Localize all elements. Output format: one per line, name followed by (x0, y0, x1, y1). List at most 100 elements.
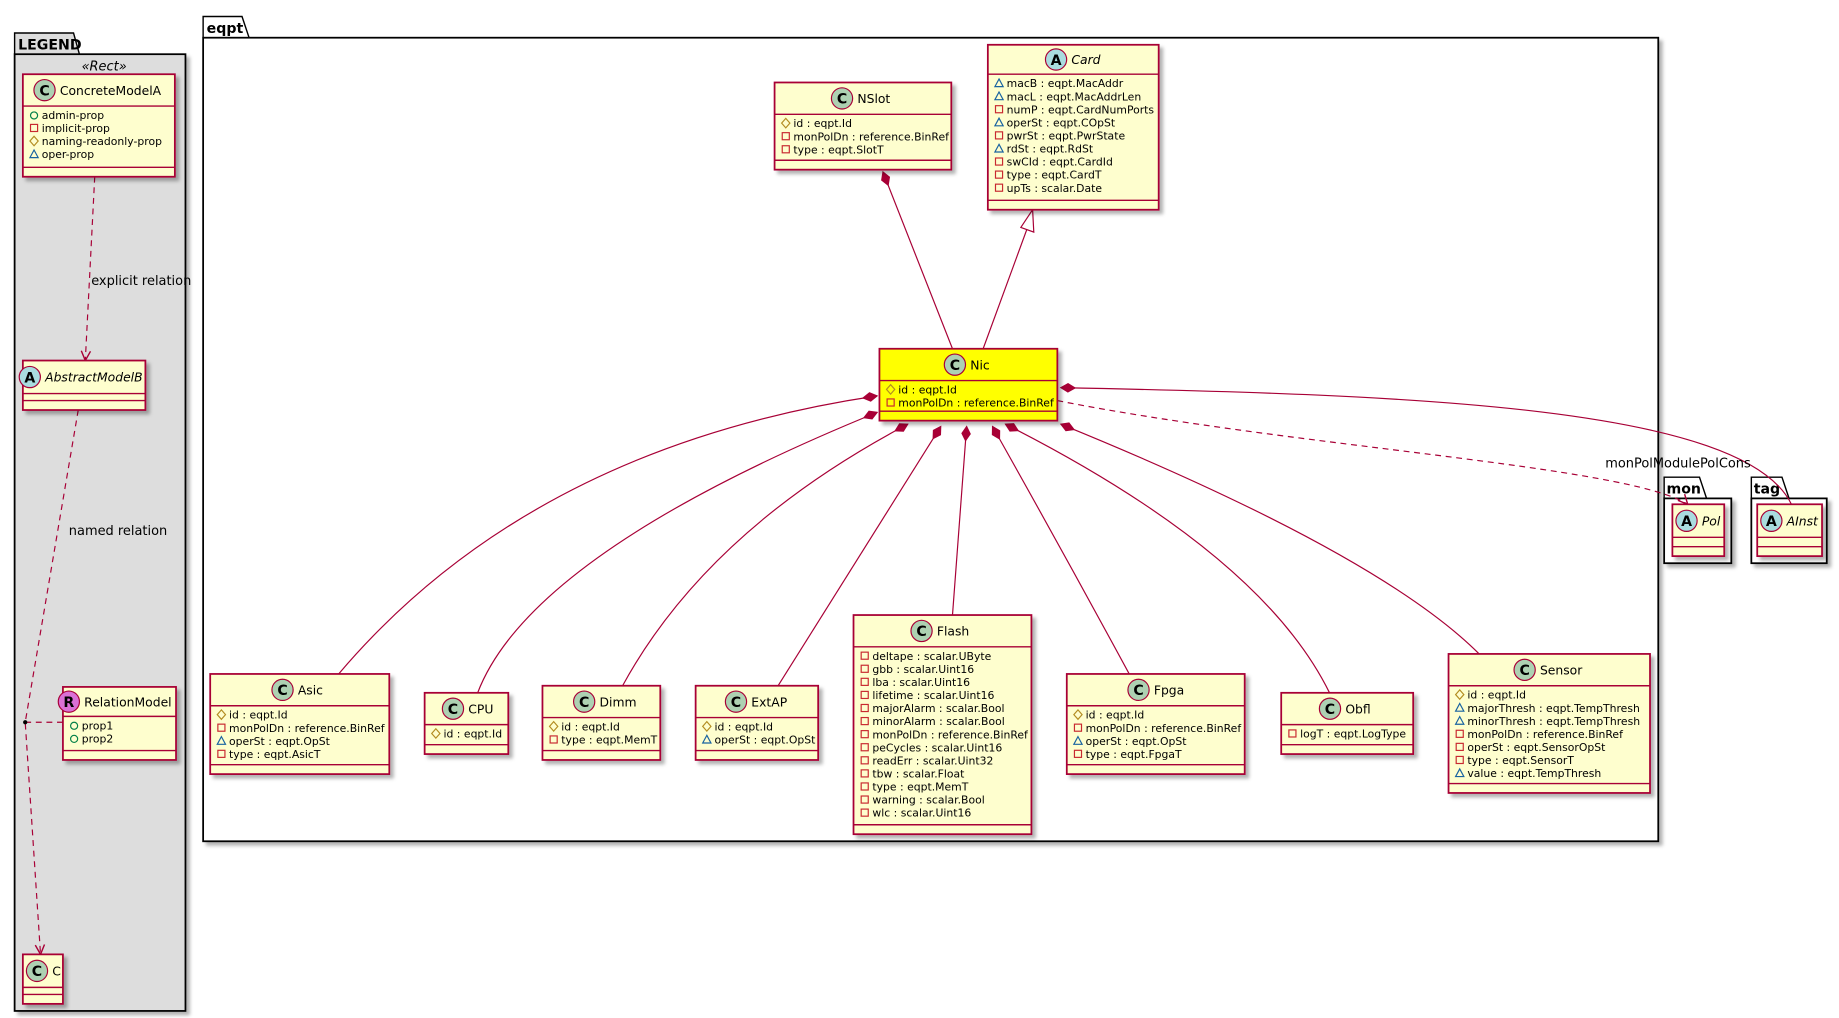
attribute-text: macL : eqpt.MacAddrLen (1007, 90, 1142, 103)
private-icon (1455, 742, 1464, 752)
attribute-text: prop1 (82, 719, 113, 732)
composition-nic-cpu (477, 411, 878, 694)
class-name: Pol (1702, 514, 1721, 528)
attribute: id : eqpt.Id (701, 721, 773, 734)
private-icon (29, 123, 39, 133)
protected-icon (780, 117, 791, 129)
attribute: macL : eqpt.MacAddrLen (993, 90, 1142, 103)
attribute-text: monPolDn : reference.BinRef (1467, 728, 1624, 741)
attribute-text: majorAlarm : scalar.Bool (872, 702, 1004, 715)
package-visibility-icon (1454, 715, 1465, 725)
label-monpolmodulepolcons: monPolModulePolCons (1605, 457, 1751, 472)
attribute-text: admin-prop (42, 109, 105, 122)
package-visibility-icon (1454, 702, 1465, 712)
attribute: wlc : scalar.Uint16 (860, 807, 971, 820)
attribute-text: lba : scalar.Uint16 (872, 676, 970, 689)
attribute-text: monPolDn : reference.BinRef (229, 722, 386, 735)
svg-text:C: C (1519, 663, 1529, 679)
abstract-class-icon: A (1675, 509, 1698, 532)
attribute: monPolDn : reference.BinRef (217, 722, 386, 735)
attribute: id : eqpt.Id (1454, 689, 1526, 702)
attribute-text: id : eqpt.Id (229, 709, 288, 722)
attribute-text: swCId : eqpt.CardId (1007, 156, 1113, 169)
class-pol[interactable]: A Pol (1671, 503, 1726, 558)
attribute: admin-prop (29, 109, 105, 122)
attribute-text: type : eqpt.SlotT (793, 143, 884, 156)
class-icon: C (724, 690, 748, 713)
attribute: numP : eqpt.CardNumPorts (994, 103, 1154, 116)
attribute-text: minorAlarm : scalar.Bool (872, 715, 1004, 728)
attribute: minorAlarm : scalar.Bool (860, 715, 1005, 728)
class-icon: C (572, 690, 596, 713)
attribute-text: id : eqpt.Id (443, 728, 502, 741)
svg-text:A: A (24, 370, 35, 386)
package-visibility-icon (993, 116, 1005, 127)
attribute-text: deltape : scalar.UByte (872, 650, 991, 663)
package-visibility-icon (1072, 735, 1084, 745)
attribute: monPolDn : reference.BinRef (886, 397, 1055, 410)
package-visibility-icon (216, 735, 227, 745)
svg-text:C: C (448, 702, 458, 718)
protected-icon (430, 727, 441, 740)
attribute-text: operSt : eqpt.COpSt (1007, 116, 1115, 129)
package-visibility-icon (28, 148, 40, 159)
attribute-text: id : eqpt.Id (898, 384, 957, 397)
attribute-text: readErr : scalar.Uint32 (872, 754, 993, 767)
attribute: type : eqpt.MemT (549, 734, 658, 747)
attribute: upTs : scalar.Date (994, 182, 1102, 195)
protected-icon (29, 135, 39, 147)
class-icon: C (33, 78, 56, 102)
class-name: Sensor (1540, 664, 1583, 678)
composition-nic-sensor (1060, 423, 1480, 655)
package-eqpt-name: eqpt (207, 21, 244, 37)
attribute-text: warning : scalar.Bool (872, 794, 984, 807)
attribute: rdSt : eqpt.RdSt (993, 143, 1093, 156)
attribute: readErr : scalar.Uint32 (860, 754, 993, 767)
composition-nic-obfl (1005, 423, 1331, 694)
attribute-text: operSt : eqpt.OpSt (714, 734, 815, 747)
attribute: deltape : scalar.UByte (860, 650, 992, 663)
composition-diamond-icon (961, 425, 971, 442)
attribute-text: type : eqpt.CardT (1007, 169, 1102, 182)
private-icon (217, 723, 226, 732)
class-name: RelationModel (84, 695, 171, 709)
attribute: type : eqpt.FpgaT (1073, 748, 1182, 761)
composition-diamond-icon (1059, 422, 1076, 432)
svg-text:C: C (32, 964, 42, 980)
composition-nic-extap (777, 426, 942, 687)
composition-diamond-icon (932, 425, 942, 440)
abstract-class-icon: A (1760, 509, 1783, 532)
private-icon (217, 749, 226, 758)
composition-diamond-icon (881, 170, 891, 187)
attribute-text: monPolDn : reference.BinRef (1086, 722, 1243, 735)
attribute-text: implicit-prop (42, 122, 110, 135)
attribute: type : eqpt.SensorT (1455, 754, 1574, 767)
attribute: operSt : eqpt.OpSt (701, 734, 815, 747)
composition-diamond-icon (991, 425, 1001, 440)
class-icon: C (943, 353, 967, 376)
private-icon (1455, 729, 1464, 738)
attribute: majorAlarm : scalar.Bool (860, 702, 1004, 715)
class-name: ConcreteModelA (60, 84, 162, 98)
inheritance-nic-card (982, 229, 1028, 349)
composition-nic-flash (951, 426, 968, 616)
private-icon (1288, 729, 1297, 738)
package-tag-name: tag (1754, 482, 1780, 498)
private-icon (886, 398, 895, 407)
